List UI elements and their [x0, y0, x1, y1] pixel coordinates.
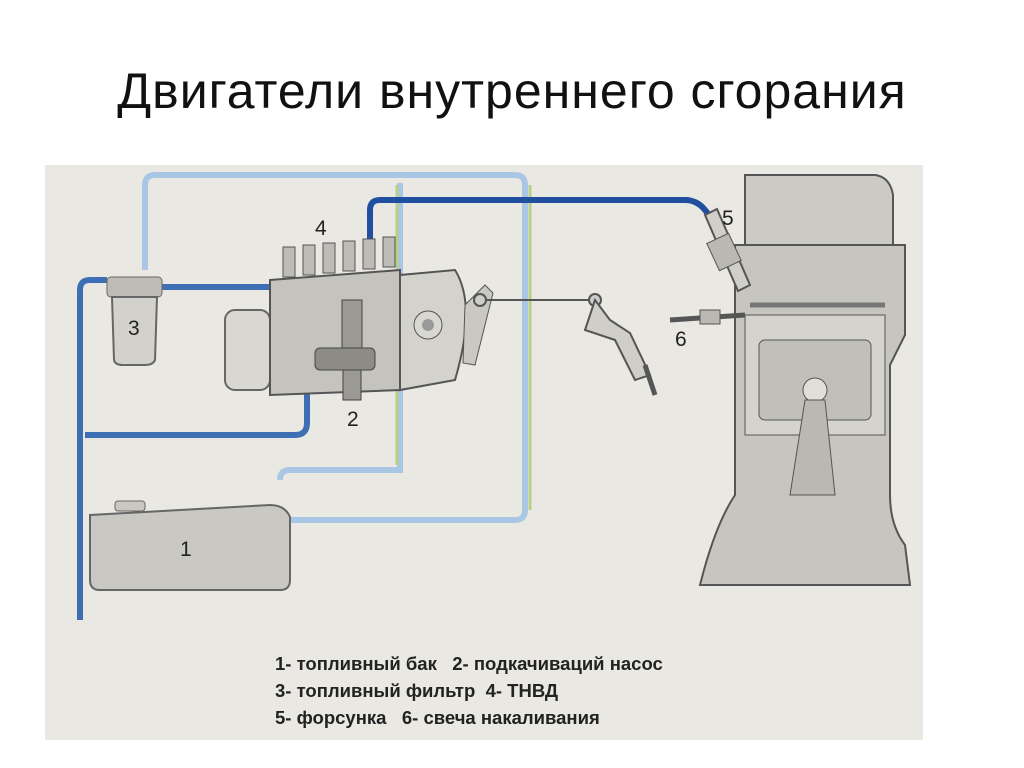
label-glow-plug: 6 — [675, 328, 687, 351]
label-tank: 1 — [180, 538, 192, 561]
injection-pump-shape — [224, 236, 494, 401]
fuel-tank-shape — [89, 500, 291, 591]
fuel-system-diagram: 3 4 2 1 5 6 1- топливный бак 2- подкачив… — [45, 165, 923, 740]
throttle-linkage — [473, 293, 658, 396]
slide-title: Двигатели внутреннего сгорания — [117, 63, 907, 119]
diagram-drawing — [77, 172, 912, 620]
high-pressure-line — [367, 197, 716, 260]
label-hpfp: 4 — [315, 217, 327, 240]
engine-cylinder-shape — [698, 174, 912, 586]
fuel-filter-shape — [106, 276, 163, 366]
injector-shape — [703, 207, 752, 293]
low-pressure-lines — [77, 277, 310, 620]
label-filter: 3 — [128, 317, 140, 340]
glow-plug-shape — [669, 309, 746, 325]
label-injector: 5 — [722, 207, 734, 230]
legend-line: 1- топливный бак 2- подкачиваций насос — [275, 653, 663, 674]
legend-line: 5- форсунка 6- свеча накаливания — [275, 707, 600, 728]
legend: 1- топливный бак 2- подкачиваций насос 3… — [275, 650, 663, 731]
legend-line: 3- топливный фильтр 4- ТНВД — [275, 680, 559, 701]
label-pump: 2 — [347, 408, 359, 431]
